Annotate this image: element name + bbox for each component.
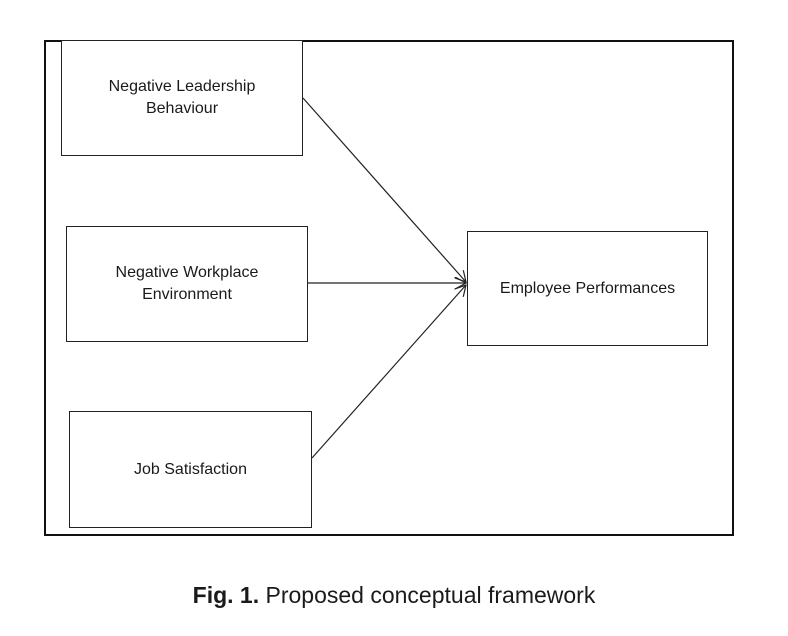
node-job-satisfaction: Job Satisfaction	[69, 411, 312, 528]
node-negative-leadership-behaviour: Negative Leadership Behaviour	[61, 40, 303, 156]
node-label: Negative Leadership Behaviour	[108, 78, 256, 117]
node-negative-workplace-environment: Negative Workplace Environment	[66, 226, 308, 342]
node-employee-performances: Employee Performances	[467, 231, 708, 346]
diagram-frame	[44, 40, 734, 536]
node-label: Employee Performances	[499, 279, 676, 297]
figure-caption: Fig. 1. Proposed conceptual framework	[0, 582, 788, 609]
figure-caption-text: Proposed conceptual framework	[265, 582, 596, 608]
figure-label: Fig. 1.	[192, 582, 260, 608]
node-label: Negative Workplace Environment	[115, 264, 259, 303]
node-label: Job Satisfaction	[134, 460, 247, 478]
